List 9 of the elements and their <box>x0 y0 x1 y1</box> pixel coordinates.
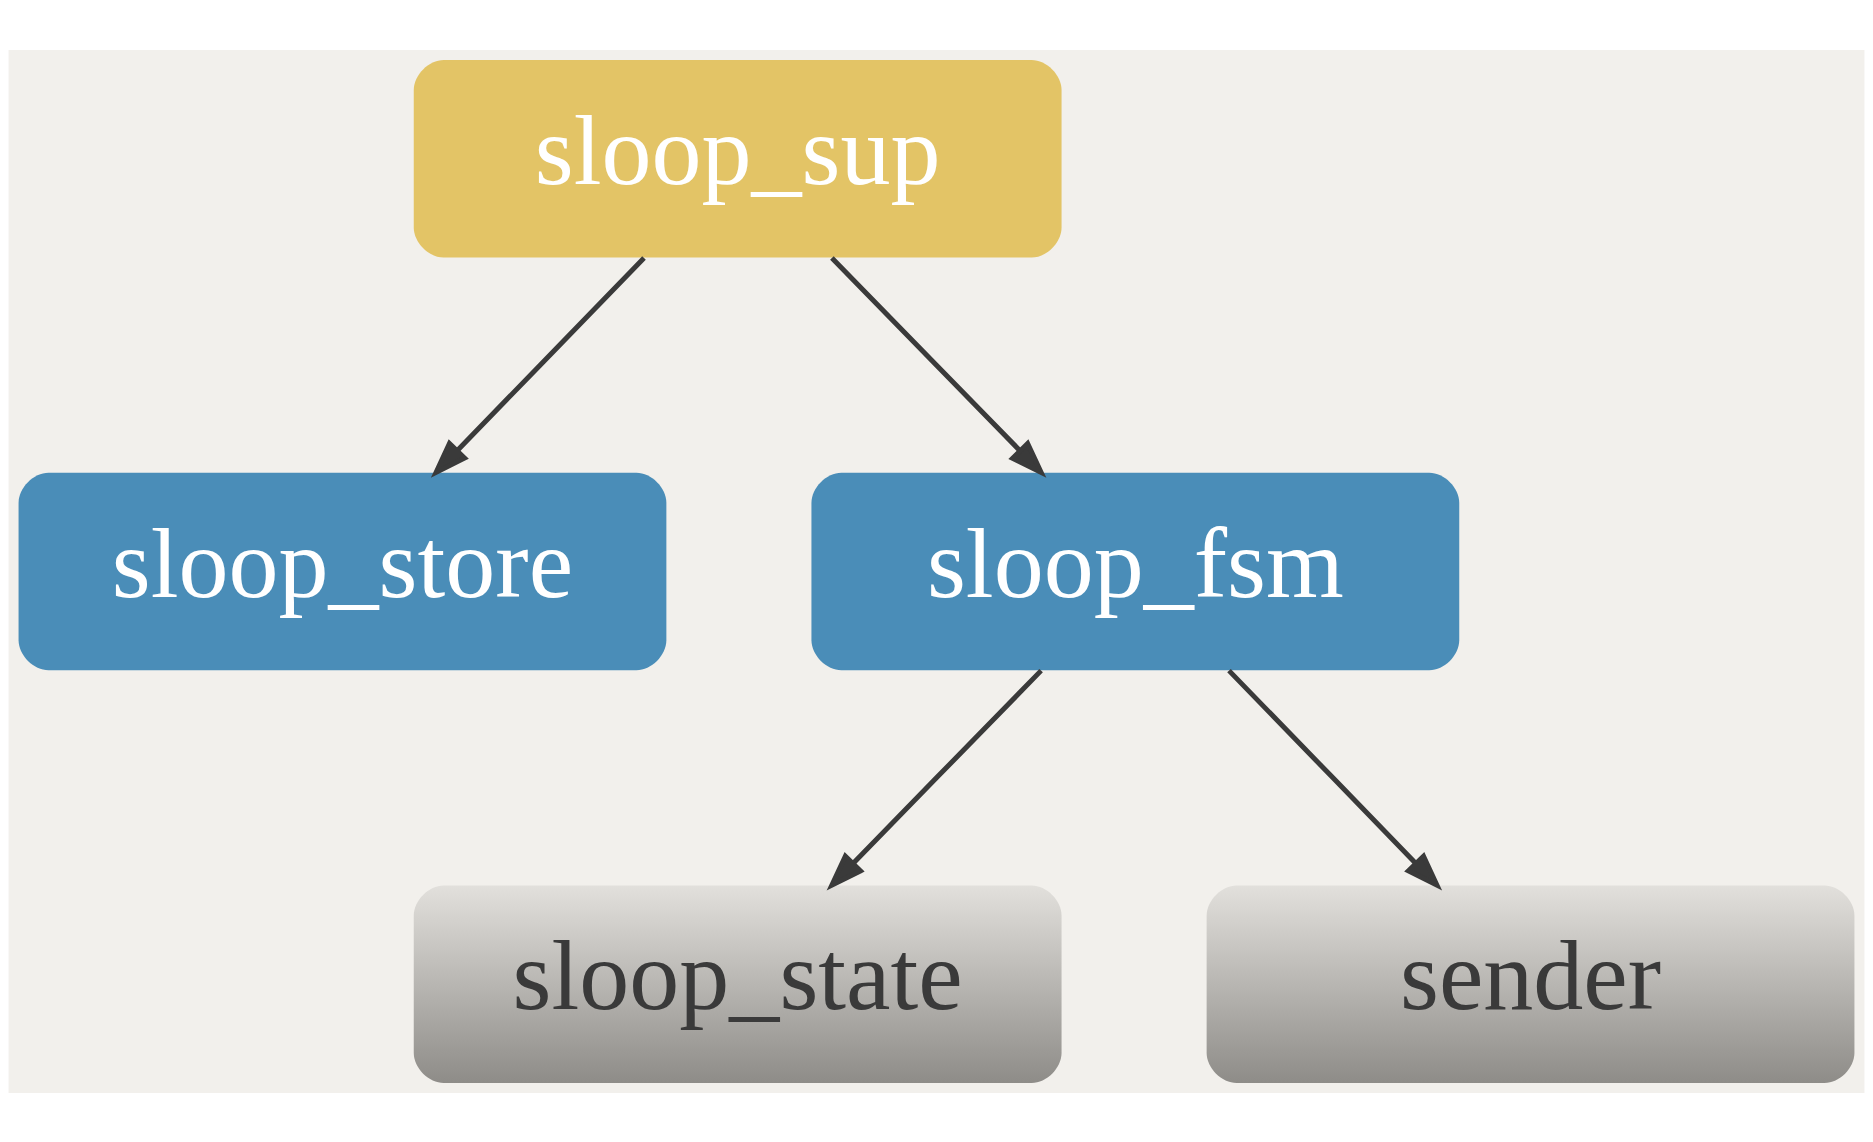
node-box: sloop_state <box>413 884 1062 1083</box>
node-box: sloop_fsm <box>811 472 1460 670</box>
node-box: sender <box>1206 884 1855 1083</box>
arrow <box>830 255 1047 478</box>
arrow <box>826 668 1043 890</box>
node-box: sloop_sup <box>413 59 1062 258</box>
node-box: sloop_store <box>18 472 667 670</box>
arrow <box>1227 668 1443 890</box>
arrow <box>430 255 646 478</box>
